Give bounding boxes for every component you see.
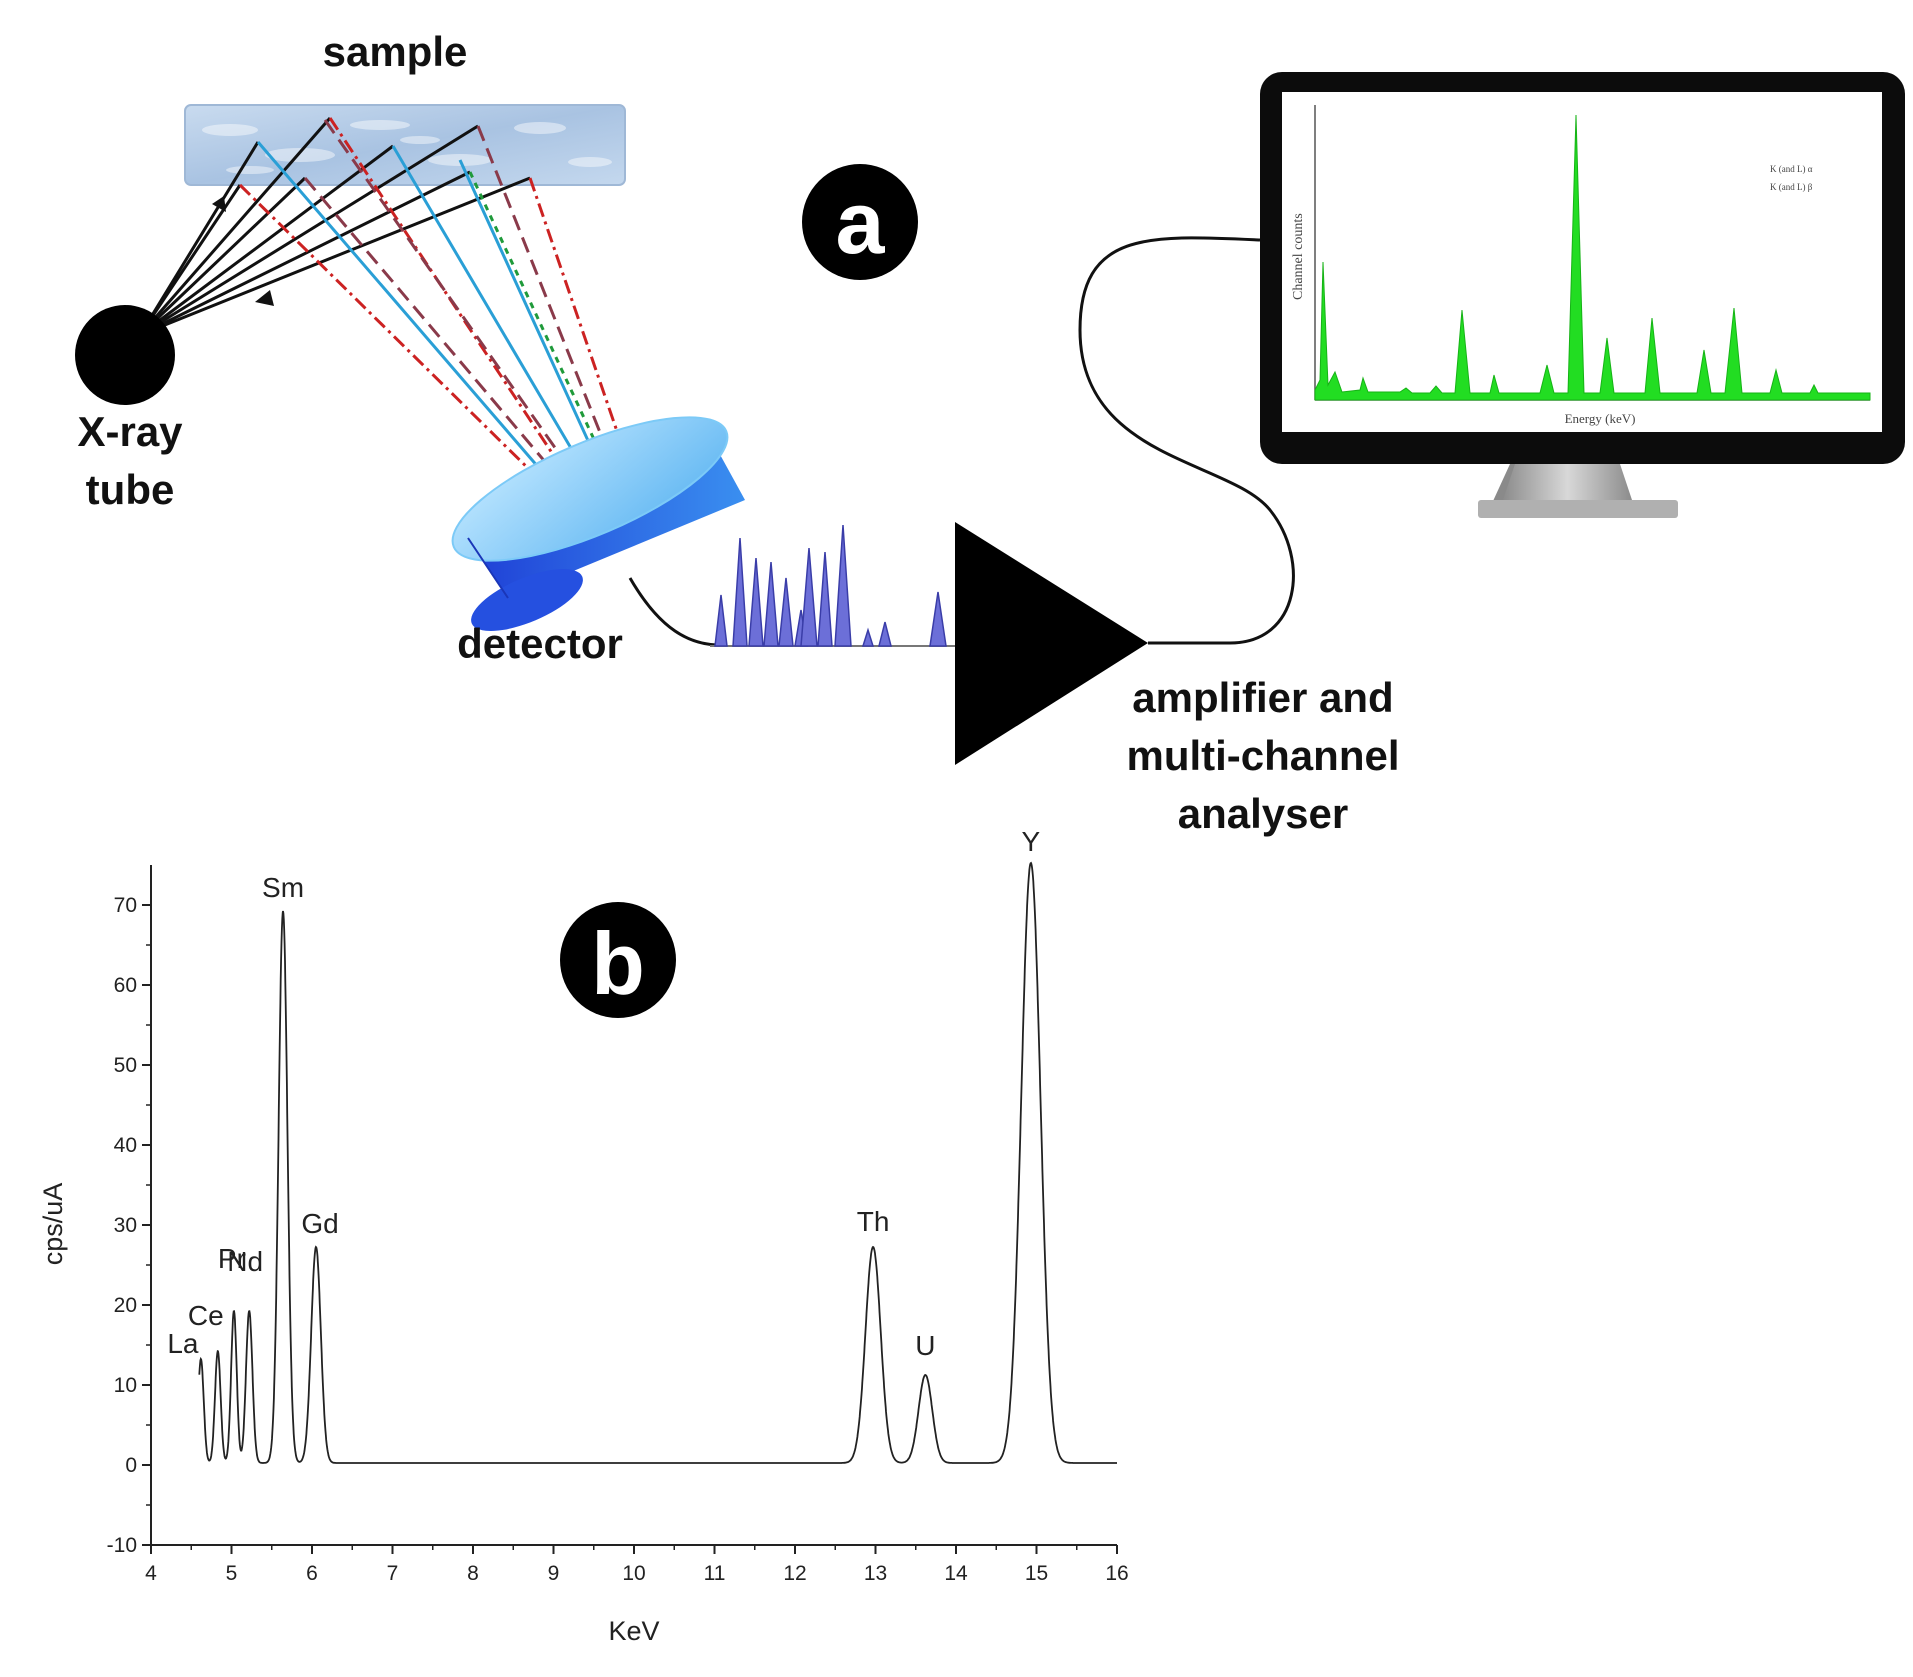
peak-label-sm: Sm (262, 872, 304, 903)
x-tick-label: 10 (622, 1562, 645, 1585)
xray-tube-source (75, 305, 175, 405)
x-ticks: 4 5 6 7 8 9 10 11 12 13 14 15 16 (145, 1545, 1129, 1585)
peak-label-u: U (915, 1330, 935, 1361)
monitor-legend-1: K (and L) α (1770, 164, 1813, 174)
monitor-legend-2: K (and L) β (1770, 182, 1813, 192)
y-tick-label: 0 (125, 1454, 137, 1477)
sample-texture (202, 120, 612, 174)
y-axis-label: cps/uA (38, 1183, 68, 1266)
panel-a: sample X-ray (75, 28, 1905, 837)
y-tick-label: 60 (114, 974, 137, 997)
x-tick-label: 13 (864, 1562, 887, 1585)
peak-label-nd: Nd (227, 1246, 263, 1277)
amplifier-label-line1: amplifier and (1132, 674, 1393, 721)
fluorescence-rays (238, 117, 622, 482)
ray-arrow-down (255, 290, 274, 306)
x-tick-label: 14 (944, 1562, 968, 1585)
badge-b-letter: b (591, 914, 645, 1013)
y-ticks: -10 0 10 20 30 40 50 60 70 (107, 894, 151, 1557)
detector-label: detector (457, 620, 623, 667)
amplifier-triangle (955, 522, 1148, 765)
y-tick-label: -10 (107, 1534, 137, 1557)
x-tick-label: 9 (548, 1562, 560, 1585)
peak-label-ce: Ce (188, 1300, 224, 1331)
x-tick-label: 15 (1025, 1562, 1048, 1585)
ray-arrow-up (212, 196, 226, 212)
monitor-spectrum-trace (1314, 114, 1871, 401)
sample-slab (184, 104, 626, 186)
x-tick-label: 7 (387, 1562, 399, 1585)
incident-rays (138, 117, 531, 337)
spectrum-line (198, 861, 1117, 1464)
peak-label-pr: Pr (218, 1243, 246, 1274)
badge-a (802, 164, 918, 280)
peak-label-gd: Gd (301, 1208, 338, 1239)
monitor-cable (1078, 236, 1295, 645)
monitor (1260, 72, 1905, 518)
y-tick-label: 40 (114, 1134, 137, 1157)
sample-label: sample (323, 28, 468, 75)
monitor-xlabel: Energy (keV) (1565, 411, 1636, 426)
x-axis-label: KeV (608, 1616, 659, 1646)
x-tick-label: 5 (226, 1562, 238, 1585)
xray-tube-label-line2: tube (86, 466, 175, 513)
badge-b (560, 902, 676, 1018)
xray-tube-label-line1: X-ray (77, 408, 183, 455)
x-tick-label: 12 (783, 1562, 806, 1585)
badge-a-letter: a (836, 173, 886, 272)
y-tick-label: 70 (114, 894, 137, 917)
y-tick-label: 50 (114, 1054, 137, 1077)
amplifier-label-line2: multi-channel (1126, 732, 1399, 779)
panel-b: b -10 0 10 20 30 40 50 60 70 4 5 6 7 8 9 10 11 12 13 14 15 1… (38, 826, 1129, 1646)
y-tick-label: 10 (114, 1374, 137, 1397)
x-tick-label: 8 (467, 1562, 479, 1585)
x-tick-label: 11 (704, 1562, 726, 1585)
y-tick-label: 30 (114, 1214, 137, 1237)
x-tick-label: 6 (306, 1562, 318, 1585)
x-tick-label: 16 (1105, 1562, 1128, 1585)
y-tick-label: 20 (114, 1294, 137, 1317)
detector-cable (628, 577, 721, 647)
peak-label-th: Th (857, 1206, 890, 1237)
monitor-ylabel: Channel counts (1291, 213, 1306, 300)
peak-label-y: Y (1022, 826, 1041, 857)
pulse-spectrum (710, 524, 955, 647)
detector-disk (451, 416, 745, 631)
peak-label-la: La (167, 1328, 199, 1359)
monitor-plot: Channel counts Energy (keV) K (and L) α … (1291, 105, 1871, 426)
x-tick-label: 4 (145, 1562, 157, 1585)
amplifier-label-line3: analyser (1178, 790, 1348, 837)
